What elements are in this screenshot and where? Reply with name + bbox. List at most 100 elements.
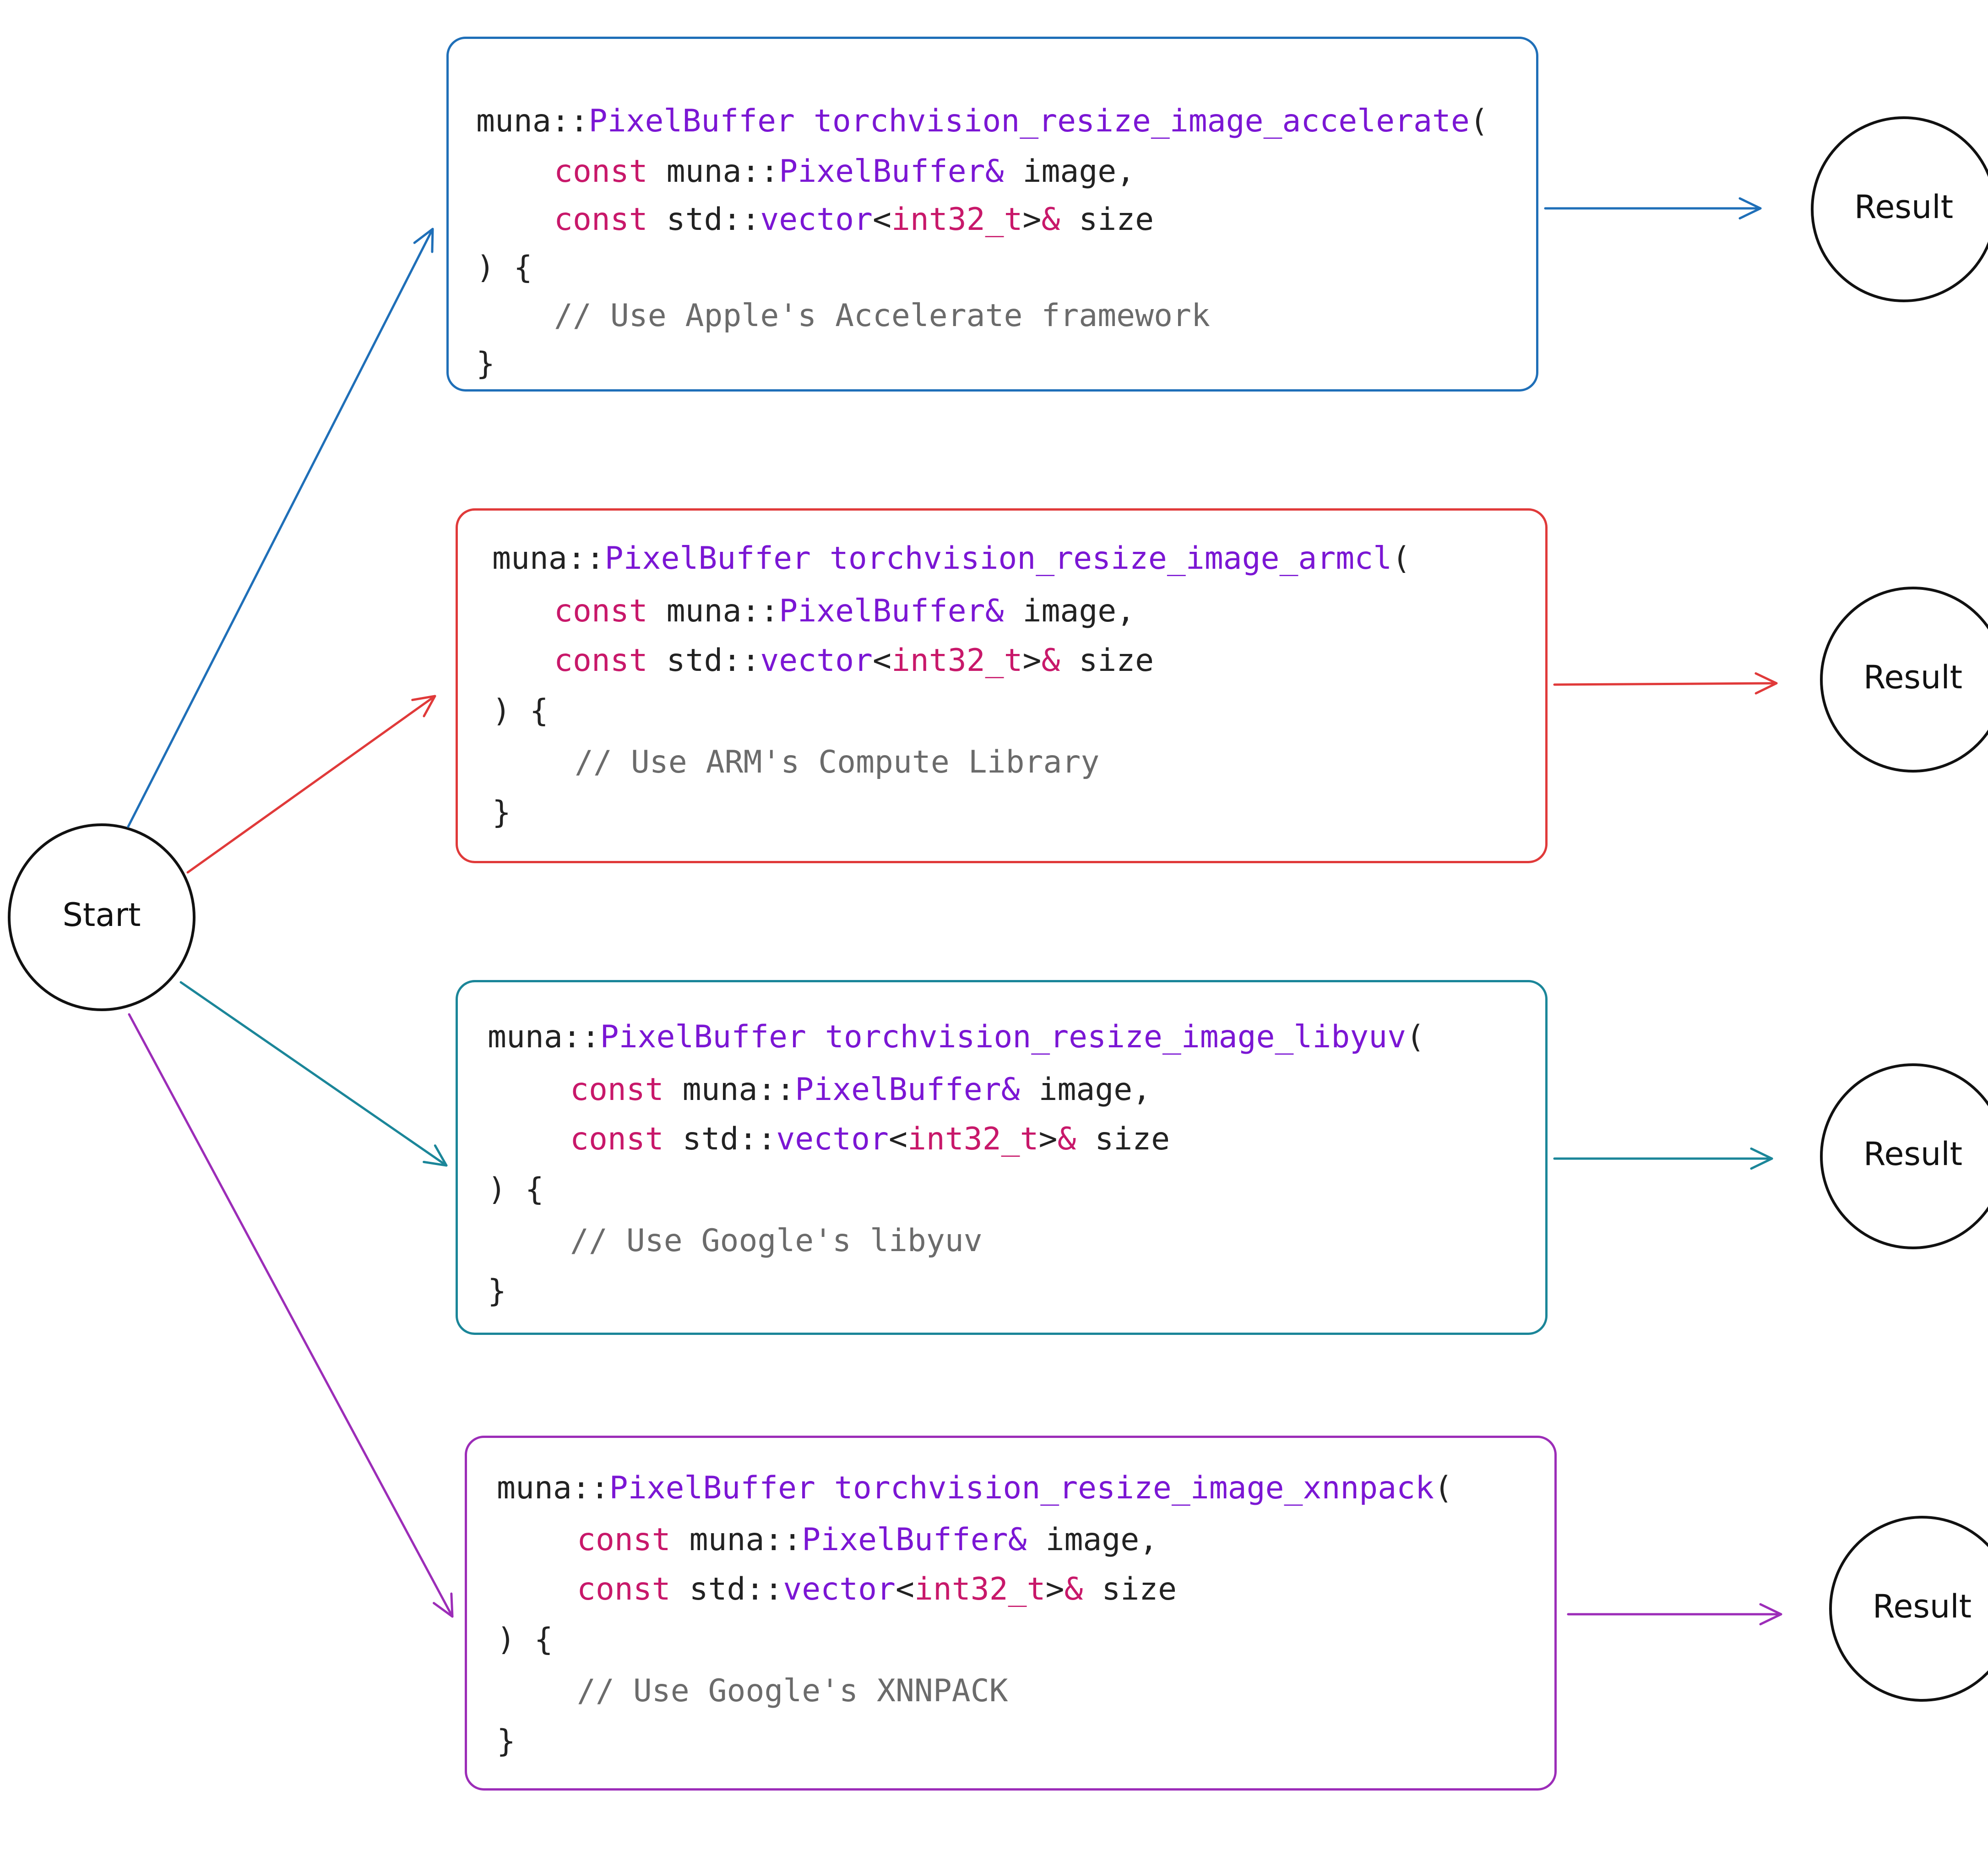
connector-start-to-xnnpack-head xyxy=(433,1592,454,1618)
result-node-armcl[interactable]: Result xyxy=(1820,587,1988,773)
code-namespace: muna:: xyxy=(492,540,605,577)
code-function-name: torchvision_resize_image_accelerate xyxy=(794,103,1470,139)
result-node-xnnpack[interactable]: Result xyxy=(1829,1516,1988,1702)
code-angle-open: < xyxy=(888,1121,907,1157)
result-node-circle xyxy=(1829,1516,1988,1702)
code-angle-close: > xyxy=(1022,201,1042,238)
code-comment-line: // Use Apple's Accelerate framework xyxy=(554,298,1210,334)
code-angle-close: > xyxy=(1022,642,1042,679)
code-close-brace-line: } xyxy=(497,1723,516,1759)
result-node-circle xyxy=(1811,116,1988,302)
code-open-brace-line: ) { xyxy=(476,250,532,286)
code-param-size-line: const std::vector<int32_t>& size xyxy=(570,1121,1170,1158)
code-param-image-line: const muna::PixelBuffer& image, xyxy=(577,1522,1158,1558)
result-node-label: Result xyxy=(1873,1588,1972,1625)
code-namespace: std:: xyxy=(663,1121,777,1157)
code-param-name: size xyxy=(1083,1571,1177,1607)
code-comment-line: // Use ARM's Compute Library xyxy=(575,744,1100,780)
code-const-keyword: const xyxy=(554,642,648,679)
code-return-type: PixelBuffer xyxy=(600,1019,806,1055)
connector-armcl-to-result-head xyxy=(1754,672,1778,695)
code-param-name: image, xyxy=(1027,1522,1158,1558)
code-namespace: muna:: xyxy=(476,103,589,139)
code-signature-line: muna::PixelBuffer torchvision_resize_ima… xyxy=(488,1019,1425,1056)
code-param-name: image, xyxy=(1020,1072,1152,1108)
code-open-paren: ( xyxy=(1469,103,1488,139)
code-angle-close: > xyxy=(1045,1571,1065,1607)
code-param-type: PixelBuffer& xyxy=(802,1522,1027,1558)
code-reference: & xyxy=(1064,1571,1083,1607)
code-param-type: vector xyxy=(783,1571,896,1607)
code-namespace: muna:: xyxy=(647,153,779,190)
code-angle-open: < xyxy=(895,1571,914,1607)
code-box-libyuv: muna::PixelBuffer torchvision_resize_ima… xyxy=(456,980,1548,1335)
connector-start-to-armcl-head xyxy=(411,695,436,718)
code-param-size-line: const std::vector<int32_t>& size xyxy=(554,642,1154,679)
code-return-type: PixelBuffer xyxy=(609,1470,815,1506)
code-template-arg: int32_t xyxy=(907,1121,1039,1157)
code-param-type: vector xyxy=(776,1121,889,1157)
code-box-armcl: muna::PixelBuffer torchvision_resize_ima… xyxy=(456,508,1548,863)
code-const-keyword: const xyxy=(554,201,648,238)
code-const-keyword: const xyxy=(570,1121,664,1157)
code-function-name: torchvision_resize_image_armcl xyxy=(810,540,1392,577)
code-const-keyword: const xyxy=(577,1571,671,1607)
code-reference: & xyxy=(1057,1121,1076,1157)
code-namespace: muna:: xyxy=(670,1522,802,1558)
code-param-image-line: const muna::PixelBuffer& image, xyxy=(554,593,1135,630)
code-close-brace-line: } xyxy=(492,795,511,831)
code-namespace: muna:: xyxy=(663,1072,795,1108)
code-box-accelerate: muna::PixelBuffer torchvision_resize_ima… xyxy=(446,37,1538,392)
code-reference: & xyxy=(1041,642,1060,679)
code-close-brace-line: } xyxy=(488,1273,506,1309)
code-namespace: muna:: xyxy=(647,593,779,629)
code-template-arg: int32_t xyxy=(891,642,1023,679)
code-angle-open: < xyxy=(872,201,891,238)
code-param-name: size xyxy=(1076,1121,1170,1157)
code-comment-line: // Use Google's libyuv xyxy=(570,1223,983,1259)
code-namespace: muna:: xyxy=(497,1470,609,1506)
code-param-name: size xyxy=(1060,201,1154,238)
connector-start-to-armcl xyxy=(186,695,436,874)
connector-start-to-accelerate-head xyxy=(413,228,434,253)
code-signature-line: muna::PixelBuffer torchvision_resize_ima… xyxy=(497,1470,1453,1507)
code-angle-open: < xyxy=(872,642,891,679)
code-signature-line: muna::PixelBuffer torchvision_resize_ima… xyxy=(476,103,1488,140)
code-function-name: torchvision_resize_image_libyuv xyxy=(806,1019,1407,1055)
code-return-type: PixelBuffer xyxy=(604,540,811,577)
code-param-type: vector xyxy=(760,201,873,238)
code-param-name: size xyxy=(1060,642,1154,679)
result-node-circle xyxy=(1820,1063,1988,1249)
start-node[interactable]: Start xyxy=(8,823,196,1011)
code-param-type: PixelBuffer& xyxy=(779,593,1004,629)
code-namespace: muna:: xyxy=(488,1019,600,1055)
code-const-keyword: const xyxy=(570,1072,664,1108)
connector-start-to-xnnpack xyxy=(128,1013,454,1618)
result-node-accelerate[interactable]: Result xyxy=(1811,116,1988,302)
code-signature-line: muna::PixelBuffer torchvision_resize_ima… xyxy=(492,540,1411,577)
code-close-brace-line: } xyxy=(476,346,495,382)
code-reference: & xyxy=(1041,201,1060,238)
connector-start-to-accelerate xyxy=(127,228,434,828)
code-const-keyword: const xyxy=(554,153,648,190)
connector-libyuv-to-result xyxy=(1553,1147,1773,1170)
code-template-arg: int32_t xyxy=(891,201,1023,238)
connector-start-to-accelerate-line xyxy=(127,228,434,828)
code-const-keyword: const xyxy=(577,1522,671,1558)
connector-start-to-libyuv-head xyxy=(423,1144,448,1167)
code-const-keyword: const xyxy=(554,593,648,629)
code-namespace: std:: xyxy=(647,642,760,679)
code-open-brace-line: ) { xyxy=(488,1171,544,1208)
connector-accelerate-to-result xyxy=(1544,197,1762,220)
code-param-type: PixelBuffer& xyxy=(795,1072,1020,1108)
connector-start-to-armcl-line xyxy=(186,695,436,874)
code-param-type: PixelBuffer& xyxy=(779,153,1004,190)
code-open-brace-line: ) { xyxy=(497,1622,553,1658)
code-return-type: PixelBuffer xyxy=(588,103,795,139)
connector-start-to-libyuv-line xyxy=(179,981,448,1167)
result-node-label: Result xyxy=(1863,659,1962,696)
result-node-libyuv[interactable]: Result xyxy=(1820,1063,1988,1249)
code-open-paren: ( xyxy=(1434,1470,1453,1506)
code-namespace: std:: xyxy=(647,201,760,238)
connector-start-to-xnnpack-line xyxy=(128,1013,454,1618)
